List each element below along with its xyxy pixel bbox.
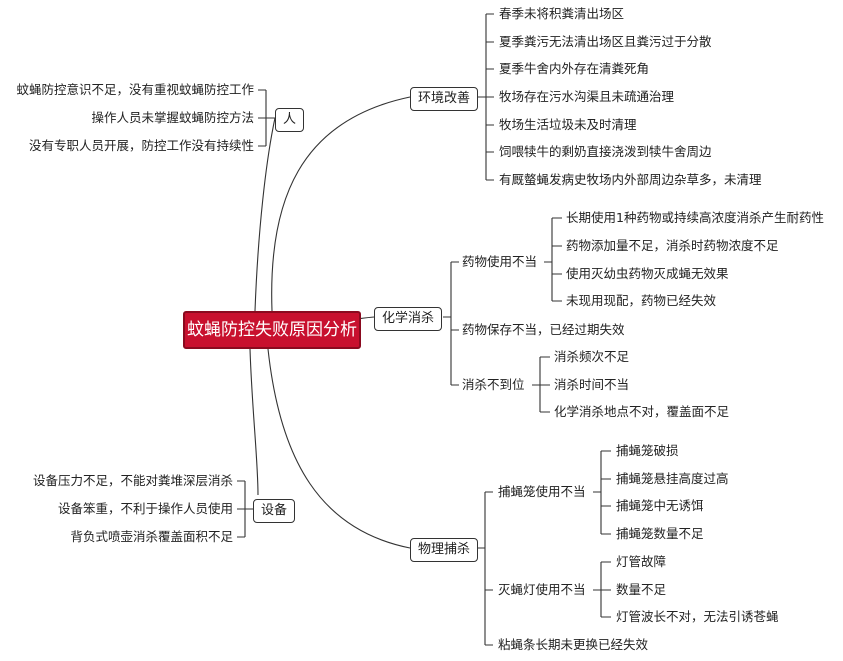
bracket-env [478,13,494,181]
lamp-item: 数量不足 [616,582,667,597]
equipment-item: 设备压力不足，不能对粪堆深层消杀 [32,473,233,488]
lamp-item: 灯管故障 [616,554,667,569]
chem-storage: 药物保存不当，已经过期失效 [462,322,625,337]
curve-root-env [271,96,411,312]
insufficient-item: 消杀频次不足 [554,349,630,364]
people-item: 蚊蝇防控意识不足，没有重视蚊蝇防控工作 [16,82,254,97]
cage-item: 捕蝇笼悬挂高度过高 [616,471,729,486]
bracket-drug-use [544,217,562,302]
branch-env[interactable]: 环境改善 [410,87,479,111]
equipment-item: 背负式喷壶消杀覆盖面积不足 [70,529,233,544]
bracket-equipment [237,480,253,538]
env-item: 有厩螫蝇发病史牧场内外部周边杂草多，未清理 [499,172,762,187]
root-node[interactable]: 蚊蝇防控失败原因分析 [183,311,361,349]
physical-lamp: 灭蝇灯使用不当 [498,582,586,597]
bracket-lamp [593,561,611,618]
people-item: 操作人员未掌握蚊蝇防控方法 [91,110,254,125]
env-item: 夏季粪污无法清出场区且粪污过于分散 [499,34,712,49]
insufficient-item: 化学消杀地点不对，覆盖面不足 [554,404,730,419]
cage-item: 捕蝇笼破损 [616,443,679,458]
env-item: 牧场存在污水沟渠且未疏通治理 [499,89,675,104]
bracket-chem [443,261,459,386]
chem-insufficient: 消杀不到位 [462,377,525,392]
branch-physical[interactable]: 物理捕杀 [410,538,479,562]
drug-use-item: 使用灭幼虫药物灭成蝇无效果 [566,266,729,281]
curve-root-people [254,117,276,312]
drug-use-item: 长期使用1种药物或持续高浓度消杀产生耐药性 [566,210,824,225]
env-item: 饲喂犊牛的剩奶直接浇泼到犊牛舍周边 [499,144,712,159]
people-item: 没有专职人员开展，防控工作没有持续性 [28,138,254,153]
bracket-insufficient [532,356,550,413]
cage-item: 捕蝇笼数量不足 [616,526,704,541]
curve-root-physical [267,348,411,549]
env-item: 夏季牛舍内外存在清粪死角 [499,61,650,76]
branch-people[interactable]: 人 [275,108,305,132]
bracket-physical [478,491,493,646]
bracket-cage [593,450,611,535]
chem-drug-use: 药物使用不当 [462,254,538,269]
env-item: 春季未将积粪清出场区 [499,6,625,21]
insufficient-item: 消杀时间不当 [554,377,630,392]
drug-use-item: 药物添加量不足，消杀时药物浓度不足 [566,238,779,253]
curve-root-equipment [249,348,259,496]
physical-cage: 捕蝇笼使用不当 [498,484,586,499]
env-item: 牧场生活垃圾未及时清理 [499,117,637,132]
cage-item: 捕蝇笼中无诱饵 [616,498,704,513]
bracket-people [258,89,275,147]
drug-use-item: 未现用现配，药物已经失效 [566,293,717,308]
branch-chem[interactable]: 化学消杀 [374,307,443,331]
equipment-item: 设备笨重，不利于操作人员使用 [57,501,233,516]
physical-sticky: 粘蝇条长期未更换已经失效 [498,637,649,652]
lamp-item: 灯管波长不对，无法引诱苍蝇 [616,609,779,624]
branch-equipment[interactable]: 设备 [253,499,296,523]
